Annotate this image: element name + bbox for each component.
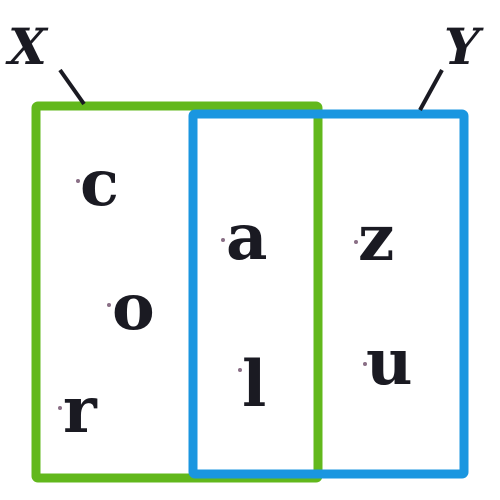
element-dot (238, 368, 242, 372)
element-x-only: r (63, 373, 98, 448)
element-dot (221, 238, 225, 242)
element-dot (363, 362, 367, 366)
element-y-only: u (366, 325, 413, 400)
set-y-label: Y (444, 17, 484, 76)
element-dot (76, 179, 80, 183)
element-y-only: z (358, 201, 394, 276)
set-x-region (31, 101, 323, 483)
element-intersection: l (242, 347, 266, 422)
set-x-leader-line (58, 68, 86, 106)
set-x-label: X (5, 17, 49, 76)
element-x-only: c (80, 146, 119, 221)
element-dot (354, 240, 358, 244)
element-dot (107, 303, 111, 307)
element-intersection: a (226, 200, 267, 275)
element-x-only: o (112, 270, 155, 345)
set-y-region (188, 109, 469, 479)
element-dot (58, 406, 62, 410)
set-y-leader-line (418, 69, 444, 111)
